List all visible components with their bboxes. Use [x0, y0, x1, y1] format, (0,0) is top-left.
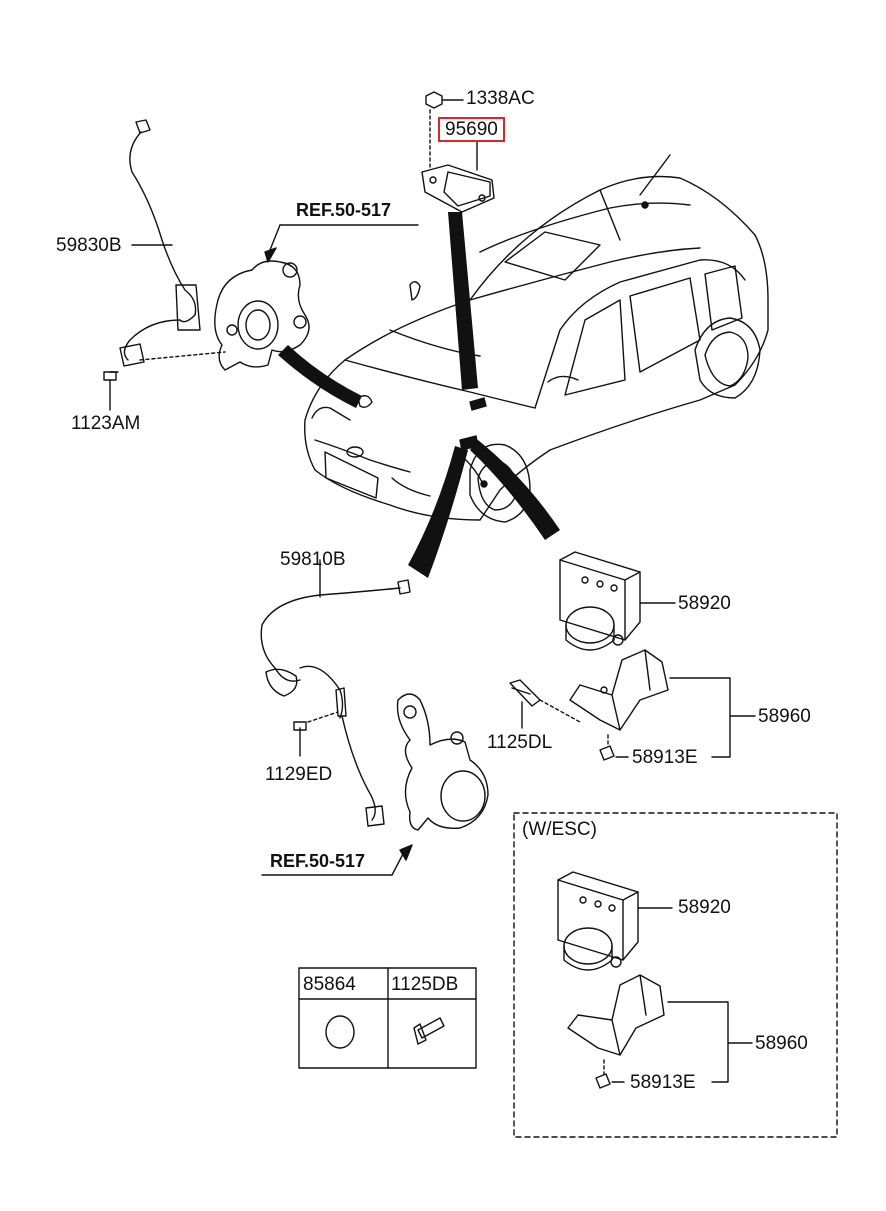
label-59810b: 59810B [280, 549, 346, 570]
wheel-speed-sensor-59810b [260, 559, 411, 827]
label-1129ed: 1129ED [265, 764, 333, 785]
esc-title: (W/ESC) [522, 819, 597, 840]
ref-50-517-top[interactable]: REF.50-517 [296, 200, 392, 220]
arrow-95690-to-car [448, 212, 478, 390]
label-1338ac: 1338AC [466, 88, 535, 109]
label-esc-58920: 58920 [678, 897, 731, 918]
parts-table [298, 967, 477, 1069]
steering-knuckle-bottom [261, 693, 489, 876]
esc-abs-unit [557, 871, 753, 1089]
arrow-abs-module [470, 440, 560, 540]
ref-50-517-bottom[interactable]: REF.50-517 [270, 851, 366, 871]
label-58960: 58960 [758, 706, 811, 727]
arrow-front-right-sensor [278, 345, 362, 408]
label-esc-58960: 58960 [755, 1033, 808, 1054]
label-1123am: 1123AM [71, 413, 141, 434]
abs-hydraulic-unit-58920 [559, 551, 676, 651]
table-header-1125db: 1125DB [391, 974, 459, 995]
label-59830b: 59830B [56, 235, 122, 256]
wheel-speed-sensor-59830b [103, 119, 226, 411]
label-esc-58913e: 58913E [630, 1072, 696, 1093]
table-header-85864: 85864 [303, 974, 356, 995]
label-58920: 58920 [678, 593, 731, 614]
label-95690-highlighted[interactable]: 95690 [438, 117, 505, 142]
yaw-sensor-95690 [421, 91, 495, 213]
label-1125dl: 1125DL [487, 732, 553, 753]
arrow-front-left-sensor [408, 446, 468, 578]
esc-variant-box [513, 812, 838, 1138]
abs-bracket-58960 [509, 649, 756, 761]
label-58913e: 58913E [632, 747, 698, 768]
steering-knuckle-top [214, 224, 419, 371]
